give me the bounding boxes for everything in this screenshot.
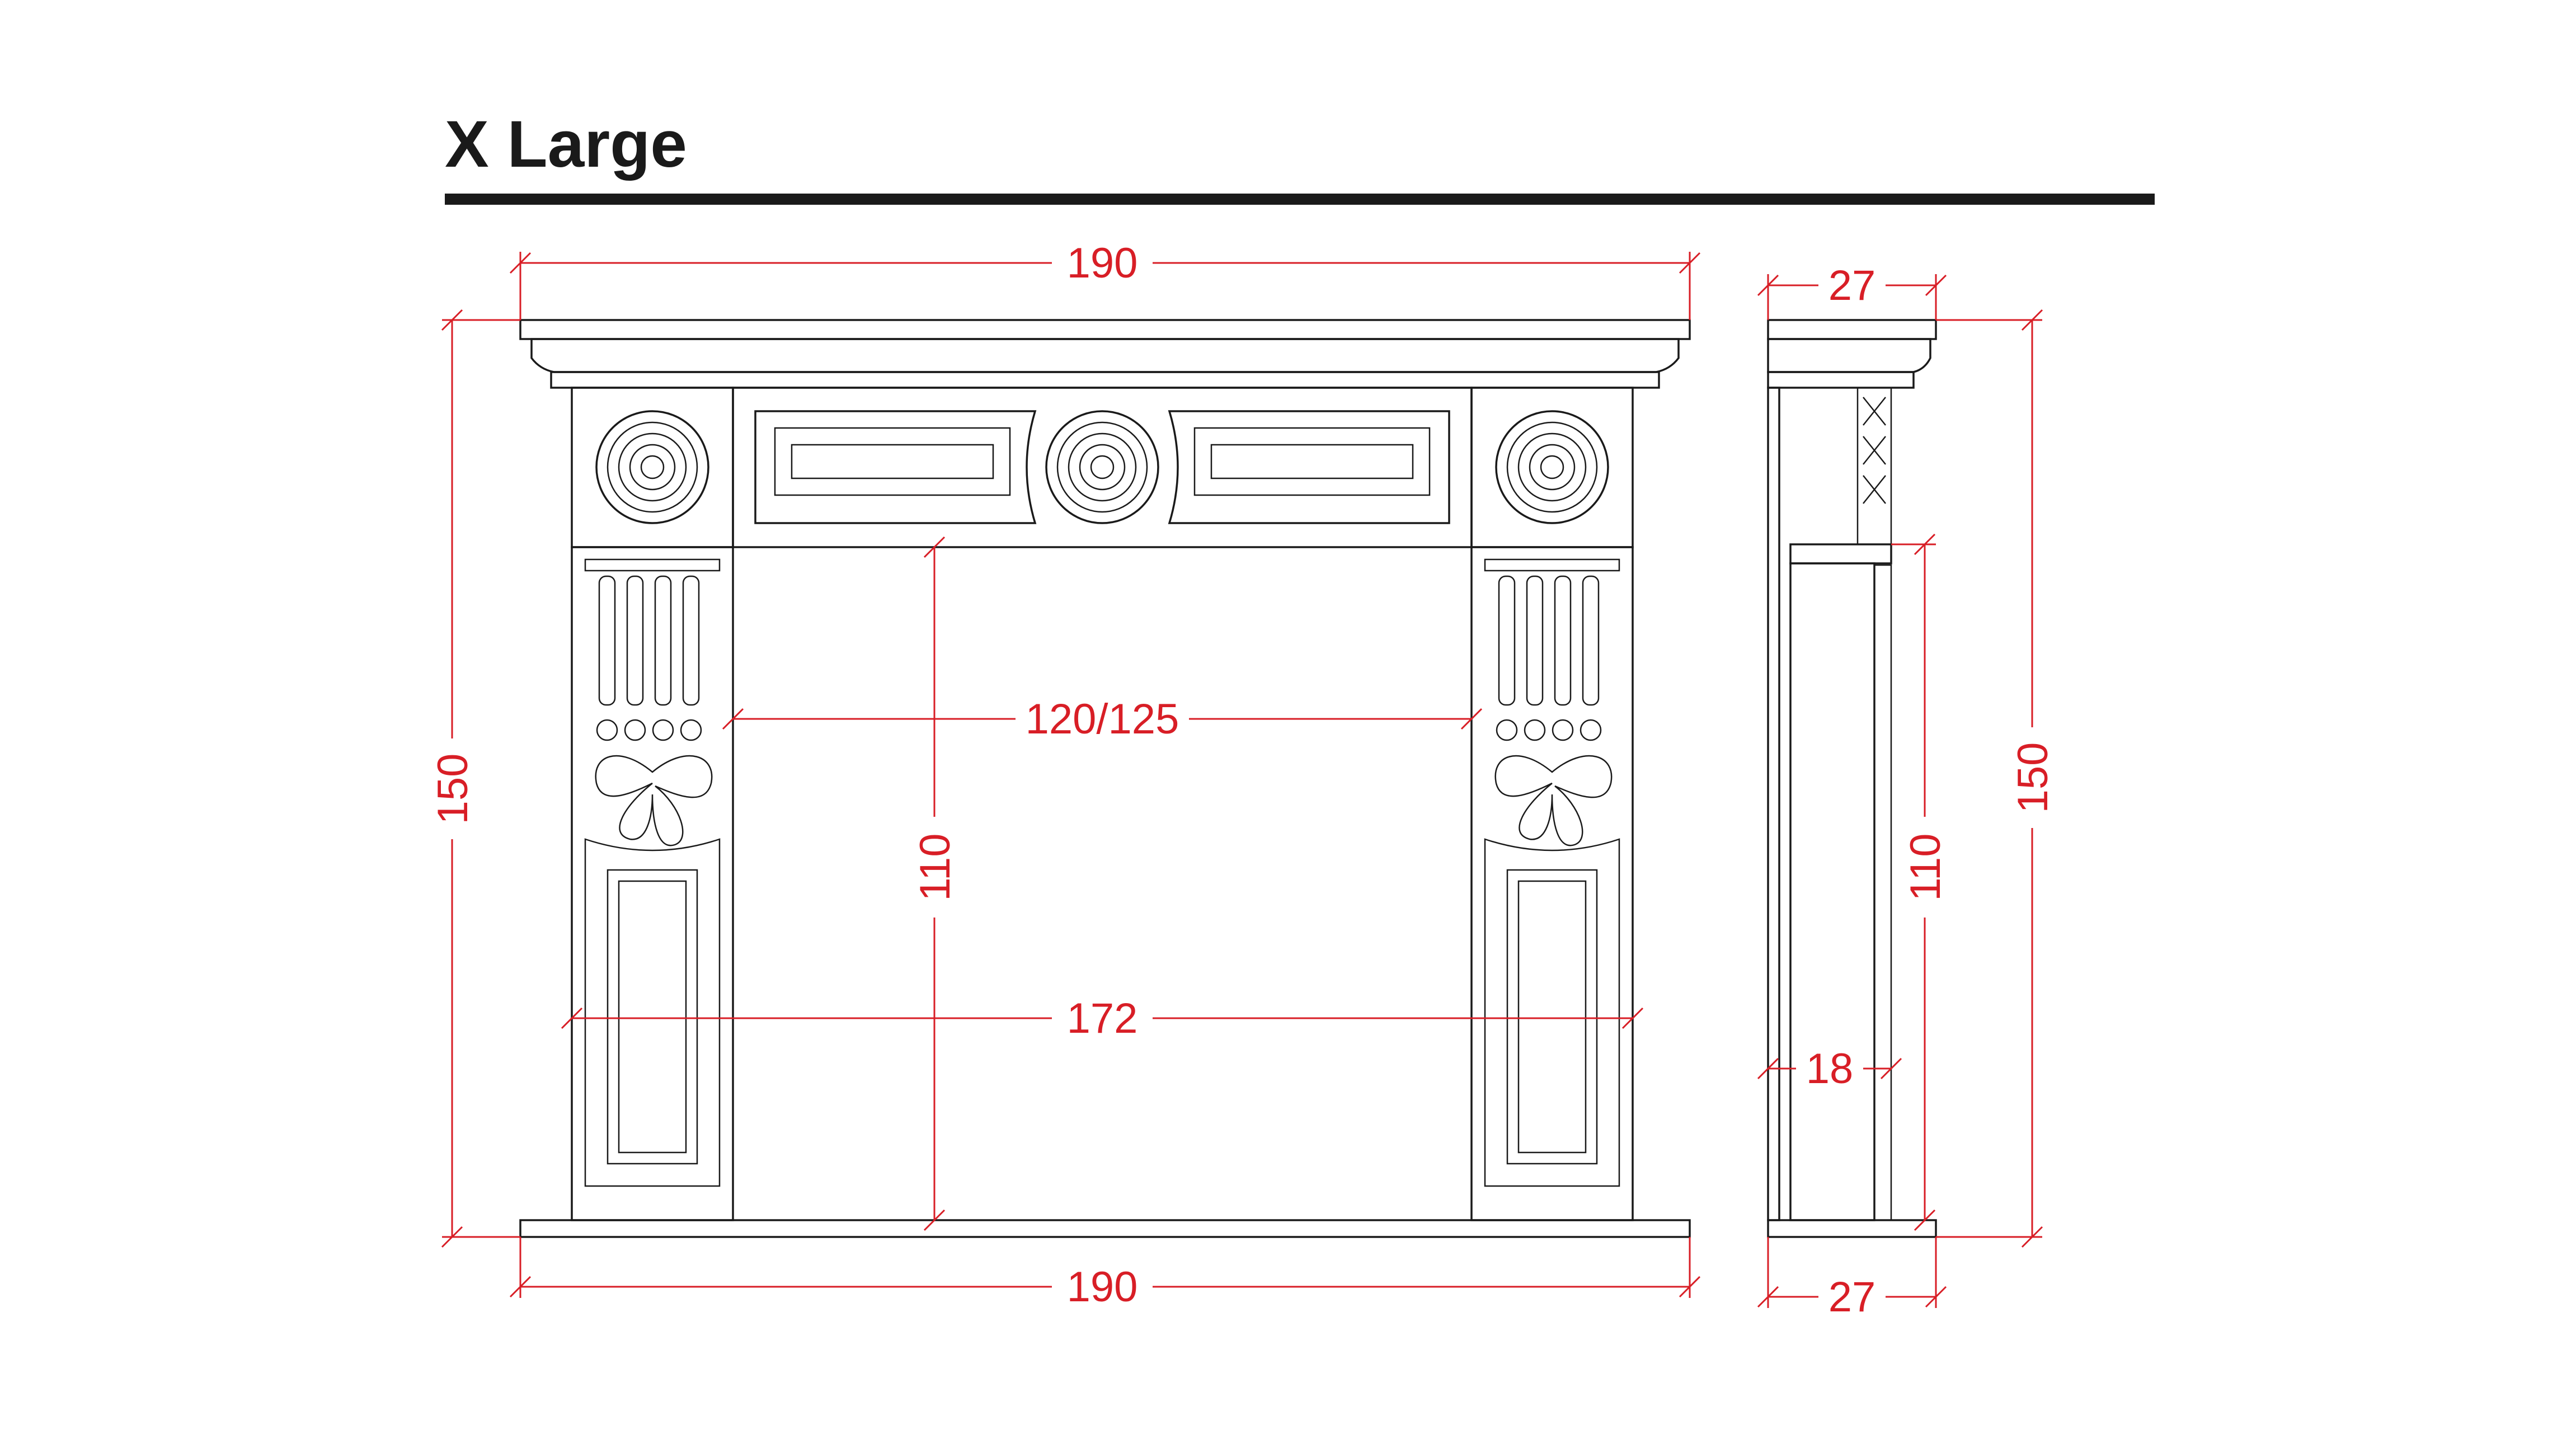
right-flute-carving-icon [1484, 558, 1620, 846]
side-height-label: 150 [2009, 742, 2057, 813]
front-bottom-width-label: 190 [1067, 1263, 1138, 1311]
side-top-depth-label: 27 [1828, 262, 1876, 309]
opening-height-label: 110 [911, 833, 959, 901]
front-top-width-label: 190 [1067, 239, 1138, 287]
side-elevation [1767, 319, 1937, 1238]
left-flute-carving-icon [584, 558, 721, 846]
dimension-lines [441, 252, 2043, 1308]
left-rosette-icon [595, 410, 709, 524]
right-leg-panel [1484, 838, 1620, 1187]
side-opening-height-label: 110 [1902, 833, 1949, 901]
dimension-labels: 190 190 150 120/125 110 172 27 27 150 11… [429, 239, 2057, 1321]
center-rosette-icon [1045, 410, 1159, 524]
title-rule [445, 194, 2155, 205]
page-title: X Large [445, 107, 687, 181]
right-rosette-icon [1495, 410, 1609, 524]
side-bottom-depth-label: 27 [1828, 1273, 1876, 1321]
opening-width-label: 120/125 [1026, 695, 1179, 743]
left-leg-panel [584, 838, 721, 1187]
side-leg-depth-label: 18 [1806, 1045, 1854, 1093]
front-elevation [519, 319, 1691, 1238]
front-height-label: 150 [429, 754, 477, 825]
leg-span-label: 172 [1067, 995, 1138, 1042]
